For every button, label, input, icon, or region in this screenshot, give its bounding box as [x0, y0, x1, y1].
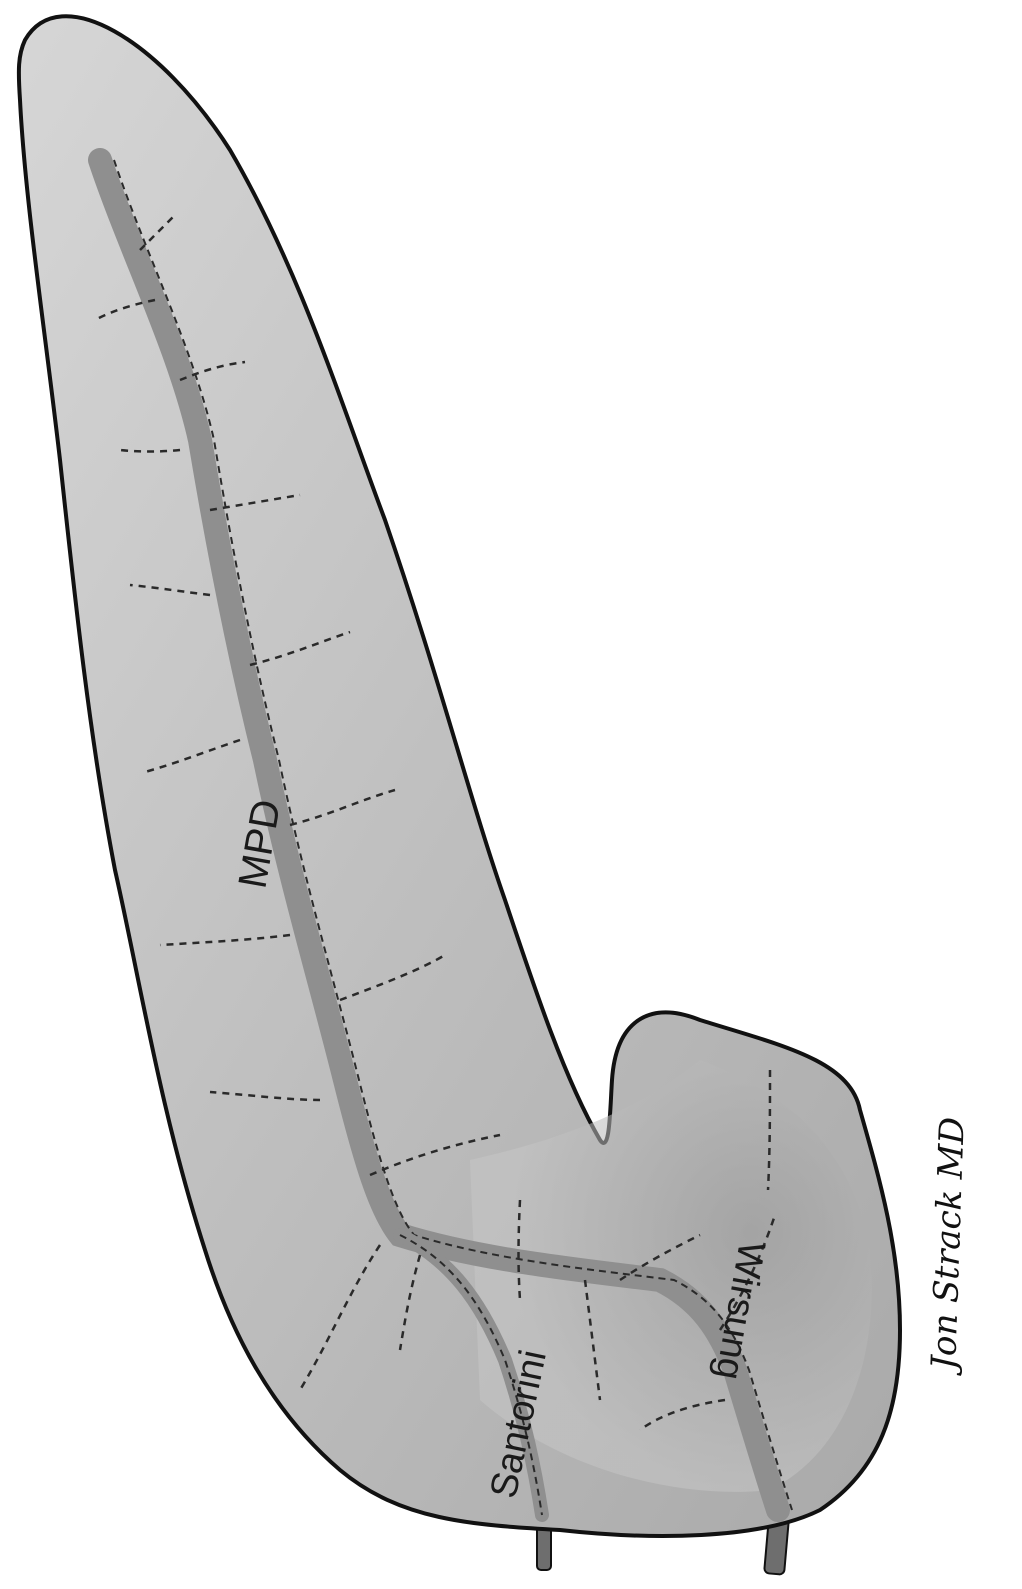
artist-signature: Jon Strack MD — [924, 1116, 973, 1376]
